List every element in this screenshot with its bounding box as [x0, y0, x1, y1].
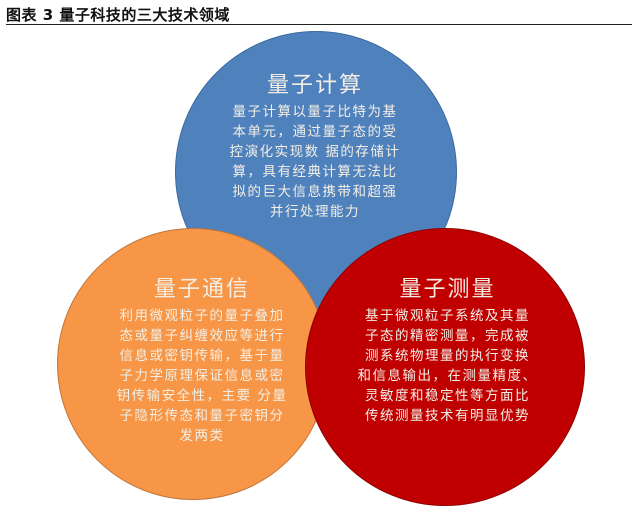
text-line: 控演化实现数 据的存储计: [229, 144, 401, 160]
label-quantum-measurement: 量子测量 基于微观粒子系统及其量 子态的精密测量，完成被 测系统物理量的执行变换…: [340, 276, 555, 426]
text-line: 利用微观粒子的量子叠加: [119, 308, 285, 324]
description-quantum-computing: 量子计算以量子比特为基 本单元，通过量子态的受 控演化实现数 据的存储计 算，具…: [215, 102, 415, 222]
title-divider: [6, 24, 632, 25]
label-quantum-communication: 量子通信 利用微观粒子的量子叠加 态或量子纠缠效应等进行 信息或密钥传输，基于量…: [103, 276, 301, 446]
circle-quantum-measurement: [305, 228, 585, 506]
text-line: 测系统物理量的执行变换: [365, 348, 530, 364]
text-line: 子力学原理保证信息或密: [119, 368, 285, 384]
text-line: 子隐形传态和量子密钥分: [119, 408, 285, 424]
text-line: 量子计算以量子比特为基: [232, 104, 398, 120]
figure-title: 图表 3 量子科技的三大技术领域: [6, 6, 230, 24]
text-line: 基于微观粒子系统及其量: [365, 308, 530, 324]
circle-quantum-communication: [57, 228, 329, 500]
label-quantum-computing: 量子计算 量子计算以量子比特为基 本单元，通过量子态的受 控演化实现数 据的存储…: [215, 72, 415, 222]
text-line: 传统测量技术有明显优势: [365, 408, 530, 424]
text-line: 信息或密钥传输，基于量: [119, 348, 285, 364]
description-quantum-communication: 利用微观粒子的量子叠加 态或量子纠缠效应等进行 信息或密钥传输，基于量 子力学原…: [103, 306, 301, 446]
text-line: 并行处理能力: [270, 204, 360, 220]
text-line: 发两类: [179, 428, 225, 444]
heading-quantum-communication: 量子通信: [153, 277, 250, 302]
text-line: 本单元，通过量子态的受: [232, 124, 398, 140]
description-quantum-measurement: 基于微观粒子系统及其量 子态的精密测量，完成被 测系统物理量的执行变换 和信息输…: [340, 306, 555, 426]
text-line: 拟的巨大信息携带和超强: [232, 184, 398, 200]
heading-quantum-measurement: 量子测量: [399, 277, 496, 302]
text-line: 和信息输出，在测量精度、: [357, 368, 538, 384]
text-line: 钥传输安全性，主要 分量: [116, 388, 288, 404]
text-line: 灵敏度和稳定性等方面比: [365, 388, 530, 404]
heading-quantum-computing: 量子计算: [266, 73, 363, 98]
text-line: 子态的精密测量，完成被: [365, 328, 530, 344]
text-line: 算，具有经典计算无法比: [232, 164, 398, 180]
text-line: 态或量子纠缠效应等进行: [119, 328, 285, 344]
